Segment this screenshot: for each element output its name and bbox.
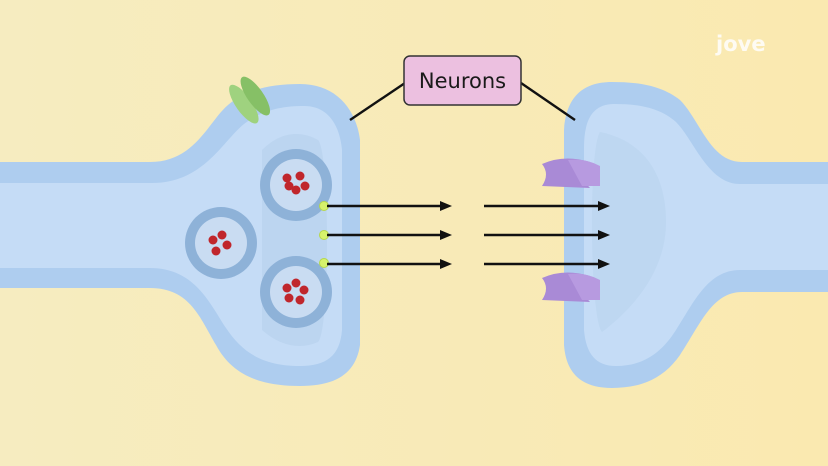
- neurons-label: Neurons: [403, 55, 522, 106]
- release-sites: [319, 201, 329, 268]
- postsynaptic-inner-shade: [591, 132, 666, 332]
- label-connectors: [349, 82, 576, 121]
- arrow-icon: [327, 201, 610, 269]
- neurons-label-text: Neurons: [419, 69, 506, 93]
- ion-channel-icon: [229, 76, 271, 124]
- receptor-icon: [542, 272, 600, 302]
- vesicle: [260, 149, 332, 221]
- vesicle: [260, 256, 332, 328]
- vesicle: [185, 207, 257, 279]
- receptor-icon: [542, 158, 600, 188]
- jove-logo: jove: [715, 32, 766, 56]
- postsynaptic-neuron: [564, 82, 828, 388]
- presynaptic-cytoplasm: [0, 106, 342, 366]
